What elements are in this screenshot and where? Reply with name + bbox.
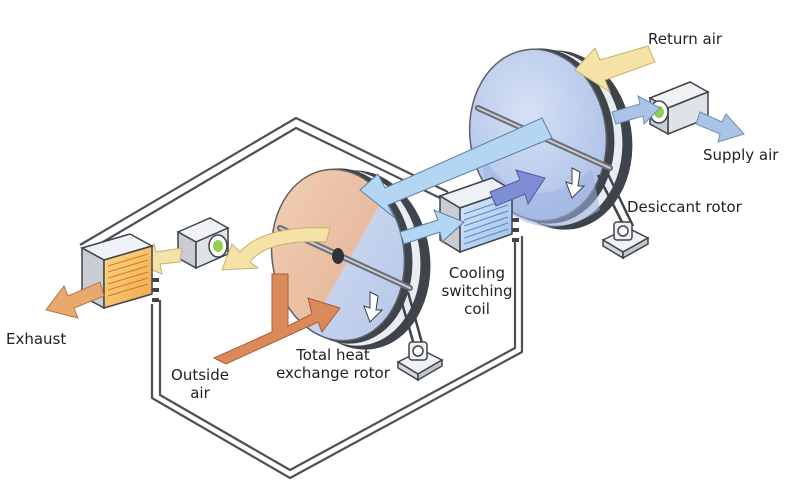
cooling-switching-coil-line-1: Cooling — [448, 264, 506, 282]
cooling-switching-coil-line-2: switching — [441, 282, 513, 300]
exhaust-arrow — [45, 281, 105, 319]
rotor-to-coil-arrow — [399, 209, 465, 245]
return-air-arrow — [574, 45, 656, 94]
motor-icon — [396, 341, 444, 382]
fan-icon — [176, 217, 230, 270]
motor-icon — [601, 221, 650, 260]
rotation-arrow-icon — [565, 167, 586, 199]
desiccant-rotor-label: Desiccant rotor — [627, 198, 742, 216]
return-duct-arrow — [359, 117, 553, 219]
supply-air-arrow — [695, 111, 745, 143]
outside-air-arrow — [212, 273, 341, 365]
supply-air-label: Supply air — [703, 146, 779, 164]
exhaust-label: Exhaust — [6, 330, 67, 348]
total-heat-exchange-rotor-label: Total heat exchange rotor — [268, 346, 398, 382]
outside-air-line-1: Outside — [171, 366, 229, 384]
coil-to-rotor-arrow — [489, 169, 546, 207]
outside-air-line-2: air — [190, 384, 210, 402]
cooling-switching-coil-label: Cooling switching coil — [436, 264, 518, 318]
outside-air-label: Outside air — [160, 366, 240, 402]
total-heat-exchange-rotor-line-2: exchange rotor — [276, 364, 390, 382]
piping — [79, 116, 524, 480]
return-air-label: Return air — [648, 30, 723, 48]
rotor-to-fan-arrow — [221, 227, 331, 271]
total-heat-exchange-rotor-line-1: Total heat — [296, 346, 370, 364]
rotor-to-fan-arrow — [611, 95, 661, 126]
cooling-switching-coil-line-3: coil — [464, 300, 490, 318]
rotation-arrow-icon — [363, 291, 384, 323]
